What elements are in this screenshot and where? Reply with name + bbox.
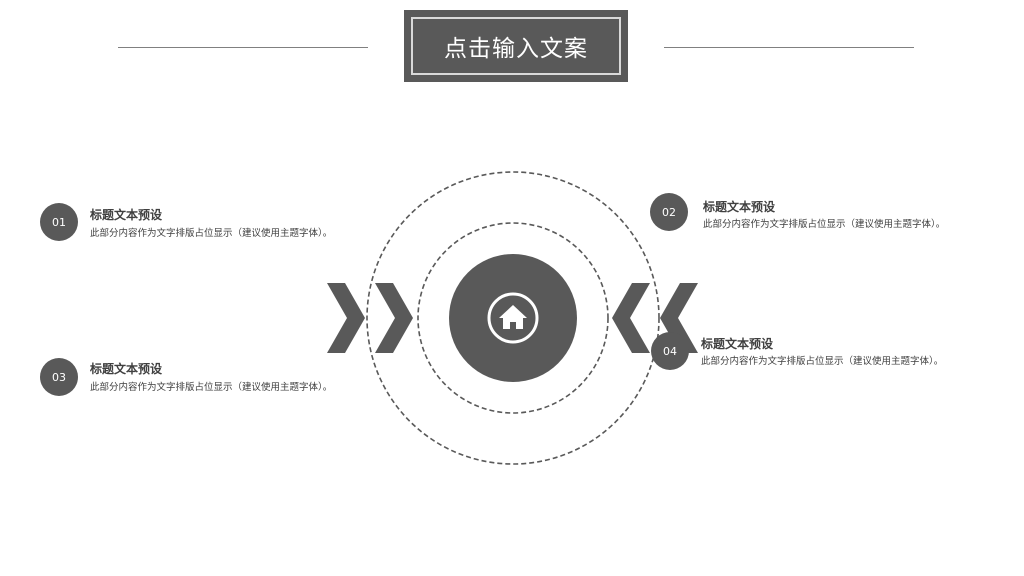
item-title-01: 标题文本预设 <box>90 208 163 222</box>
chevron-left-icon <box>612 283 650 353</box>
item-desc-04: 此部分内容作为文字排版占位显示（建议使用主题字体）。 <box>701 356 944 367</box>
outer-dashed-ring <box>366 171 660 465</box>
home-icon[interactable] <box>487 292 539 344</box>
item-title-03: 标题文本预设 <box>90 362 163 376</box>
number-badge-02: 02 <box>650 193 688 231</box>
title-left-rule <box>118 47 368 48</box>
chevron-right-icon <box>327 283 365 353</box>
item-desc-01: 此部分内容作为文字排版占位显示（建议使用主题字体）。 <box>90 228 333 239</box>
title-box[interactable]: 点击输入文案 <box>404 10 628 82</box>
title-right-rule <box>664 47 914 48</box>
item-title-02: 标题文本预设 <box>703 200 776 214</box>
number-badge-03: 03 <box>40 358 78 396</box>
item-desc-02: 此部分内容作为文字排版占位显示（建议使用主题字体）。 <box>703 219 946 230</box>
inner-dashed-ring <box>417 222 609 414</box>
number-badge-01: 01 <box>40 203 78 241</box>
item-title-04: 标题文本预设 <box>701 337 774 351</box>
item-desc-03: 此部分内容作为文字排版占位显示（建议使用主题字体）。 <box>90 382 333 393</box>
number-badge-04: 04 <box>651 332 689 370</box>
chevron-right-icon <box>375 283 413 353</box>
page-title: 点击输入文案 <box>411 17 621 75</box>
